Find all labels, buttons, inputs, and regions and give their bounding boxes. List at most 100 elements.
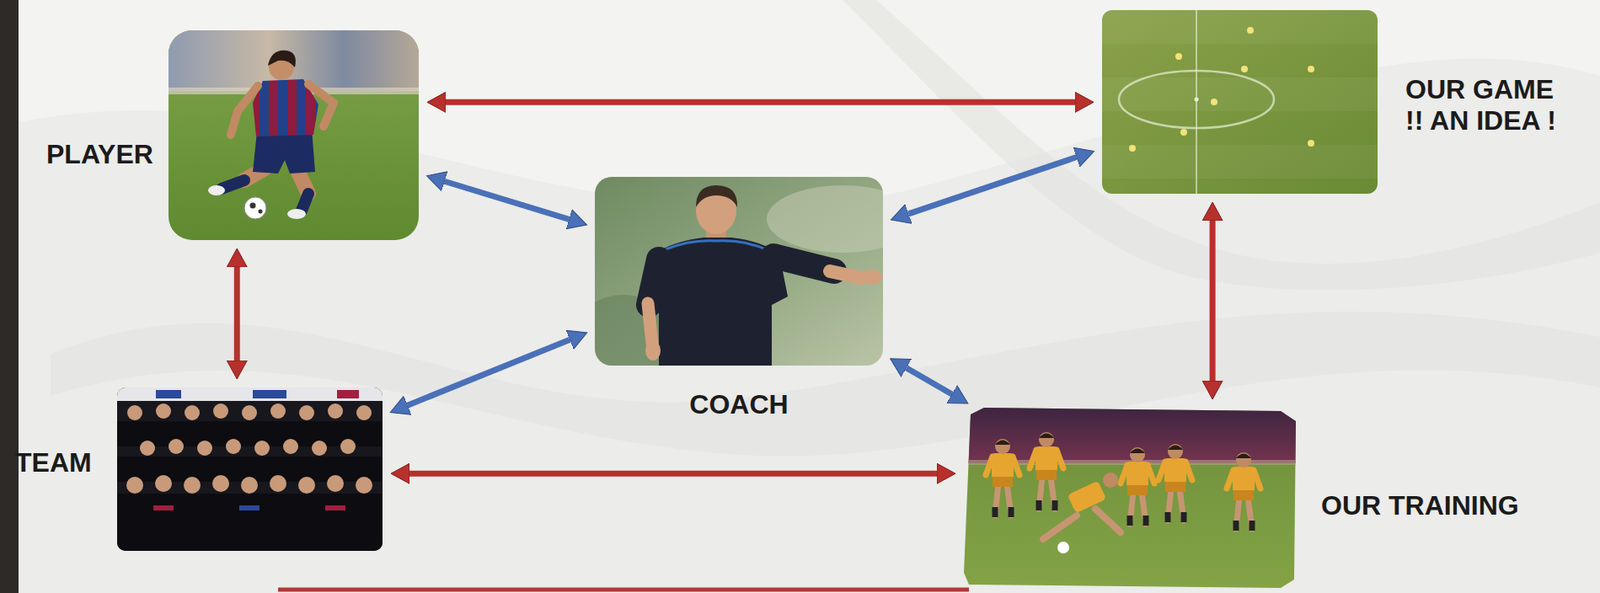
team-face [283, 438, 299, 455]
game-pitch-photo [1102, 10, 1378, 44]
player-dot [1241, 65, 1248, 73]
sliding-player [1102, 472, 1119, 488]
team-scarf [153, 505, 174, 511]
training-player [1029, 432, 1064, 511]
training-photo [963, 407, 1296, 589]
game-pitch-photo [1102, 10, 1378, 194]
node-label: PLAYER [46, 139, 154, 171]
team-scarf [153, 505, 346, 511]
slide-background [0, 0, 19, 593]
team-photo [155, 390, 182, 399]
double-arrow [444, 181, 570, 220]
team-face [298, 476, 316, 494]
player-photo [301, 193, 309, 211]
team-face [355, 476, 373, 494]
player-photo [221, 180, 245, 189]
player-dot [1175, 53, 1183, 60]
team-face [340, 438, 356, 455]
team-face [326, 475, 344, 493]
node-label: TEAM [15, 447, 92, 479]
team-photo [117, 387, 383, 402]
photo-node: TEAM [117, 387, 383, 552]
coach-photo [695, 185, 738, 208]
team-scarf [325, 505, 346, 511]
double-arrow [407, 339, 571, 406]
player-dot [1210, 98, 1218, 106]
team-face [183, 476, 201, 494]
team-face [212, 475, 230, 493]
team-face [241, 405, 257, 421]
coach-photo [645, 340, 661, 361]
team-scarf [239, 505, 260, 511]
team-face [126, 476, 144, 494]
player-photo [208, 185, 225, 196]
team-face [197, 440, 213, 456]
training-player [1226, 452, 1261, 531]
double-arrow [908, 157, 1076, 215]
player-dot [1129, 26, 1315, 152]
photo-node: COACH [594, 176, 883, 366]
training-player [985, 432, 1261, 531]
player-photo [308, 84, 334, 127]
team-photo [117, 387, 383, 552]
coach-photo [860, 269, 883, 285]
photo-node: OUR GAME !! AN IDEA ! [1102, 10, 1378, 194]
coach-photo [829, 271, 862, 279]
team-face [127, 405, 143, 421]
sliding-player [1057, 541, 1070, 554]
player-photo [168, 30, 419, 241]
training-player [1120, 447, 1155, 526]
game-pitch-photo [1102, 10, 1378, 194]
game-pitch-photo [1194, 97, 1199, 102]
training-player [1158, 444, 1193, 523]
double-arrow [906, 368, 953, 395]
double-arrow [234, 267, 241, 361]
team-face [184, 405, 200, 421]
team-face [270, 403, 286, 419]
sliding-player [1067, 481, 1107, 514]
double-arrow [1209, 220, 1216, 381]
training-player [985, 438, 1020, 518]
team-face [327, 403, 343, 419]
sliding-player [1043, 515, 1077, 540]
team-face [269, 475, 287, 493]
team-photo [117, 387, 383, 552]
training-photo [963, 407, 1296, 589]
player-dot [1180, 128, 1188, 136]
slide-rule [278, 588, 969, 593]
coach-photo [766, 185, 883, 253]
team-face [155, 475, 172, 493]
team-face [213, 403, 229, 419]
team-face [299, 405, 315, 421]
player-dot [1246, 26, 1254, 34]
slide-background [0, 0, 1600, 209]
game-pitch-photo [1118, 70, 1274, 129]
game-pitch-photo [1102, 77, 1378, 112]
coach-photo [594, 176, 883, 366]
slide-background [842, 0, 1600, 290]
player-photo [250, 203, 257, 209]
game-pitch-photo [1195, 10, 1198, 194]
node-label: COACH [689, 389, 788, 421]
team-photo [337, 390, 359, 399]
game-pitch-photo [1102, 144, 1378, 179]
team-face [139, 440, 156, 456]
coach-photo [665, 240, 771, 252]
player-dot [1129, 144, 1136, 152]
double-arrow [409, 470, 937, 477]
sliding-player [1043, 472, 1121, 554]
team-face [126, 403, 373, 494]
double-arrow [445, 99, 1076, 106]
coach-photo [647, 303, 653, 344]
team-face [240, 476, 258, 494]
connector-group [236, 101, 1213, 474]
team-face [254, 440, 270, 456]
photo-node: OUR TRAINING [963, 407, 1296, 587]
team-face [155, 403, 172, 419]
player-photo [244, 197, 267, 220]
player-photo [287, 208, 306, 220]
player-dot [1307, 65, 1315, 73]
